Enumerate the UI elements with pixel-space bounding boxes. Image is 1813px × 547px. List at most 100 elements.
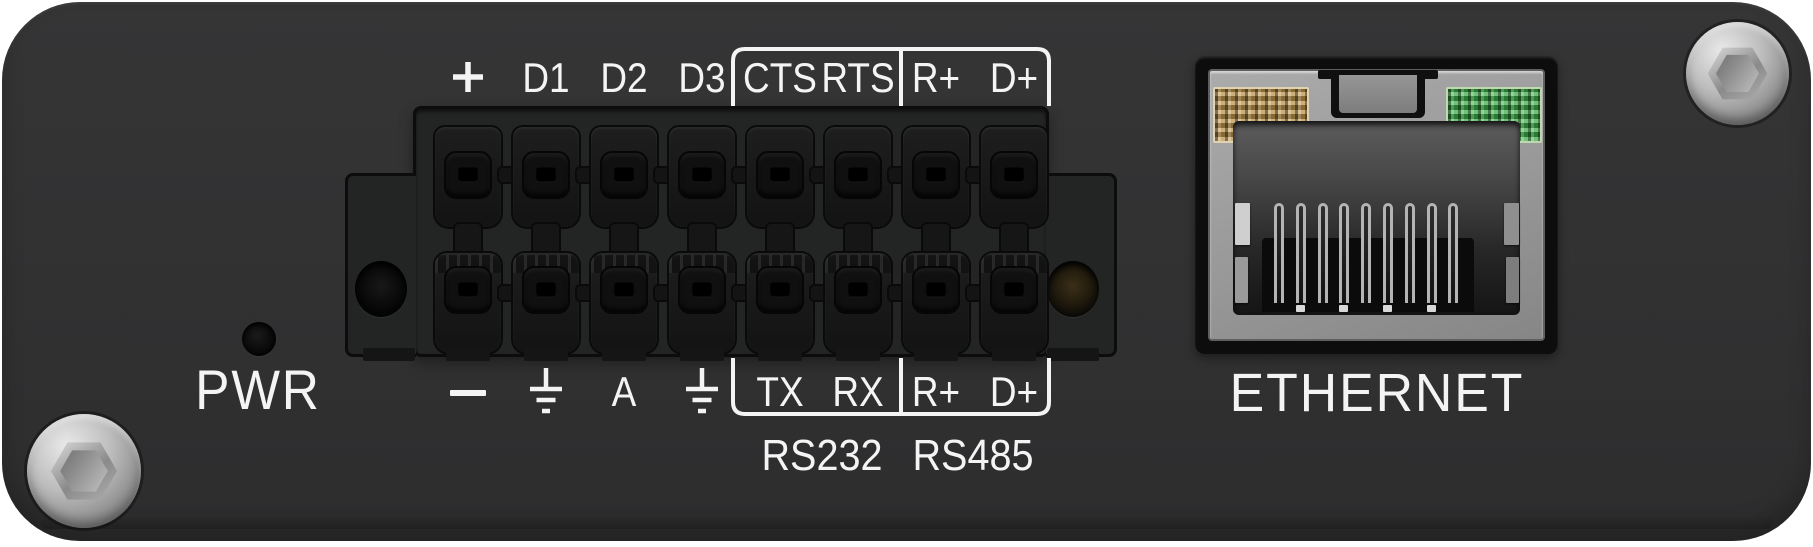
terminal-neck: [455, 224, 481, 256]
cavity-step: [1506, 257, 1519, 303]
terminal-foot: [914, 348, 958, 361]
housing-notch: [363, 348, 415, 361]
terminal-wire-hole: [536, 167, 556, 183]
terminal-neck: [923, 224, 949, 256]
terminal-wire-hole: [692, 167, 712, 183]
hex-screw-bottom-left-icon: [27, 414, 141, 528]
ethernet-pin-tip: [1427, 305, 1436, 312]
pin-label: D+: [989, 368, 1039, 415]
terminal-link: [655, 286, 671, 300]
mounting-hole-right-icon: [1047, 261, 1099, 317]
terminal-neck: [689, 224, 715, 256]
terminal-contact-top: [912, 151, 960, 199]
ethernet-pin: [1427, 203, 1437, 303]
terminal-contact-bottom: [444, 266, 492, 314]
terminal-wire-hole: [848, 282, 868, 298]
cavity-step: [1235, 203, 1250, 245]
pin-label: RTS: [821, 54, 895, 101]
ethernet-led-amber-icon: [1213, 87, 1309, 143]
ethernet-pin-tip: [1383, 305, 1392, 312]
power-label: PWR: [195, 358, 321, 421]
terminal-contact-bottom: [834, 266, 882, 314]
ethernet-notch-tongue: [1339, 75, 1417, 113]
minus-bar: [450, 390, 486, 396]
terminal-contact-bottom: [522, 266, 570, 314]
terminal-contact-top: [756, 151, 804, 199]
terminal-wire-hole: [458, 282, 478, 298]
terminal-contact-top: [678, 151, 726, 199]
ethernet-pin: [1361, 203, 1371, 303]
terminal-contact-top: [834, 151, 882, 199]
terminal-link: [889, 168, 905, 182]
terminal-link: [811, 168, 827, 182]
terminal-link: [811, 286, 827, 300]
cavity-step: [1504, 203, 1519, 245]
terminal-wire-hole: [536, 282, 556, 298]
terminal-link: [577, 286, 593, 300]
terminal-link: [499, 168, 515, 182]
terminal-neck: [845, 224, 871, 256]
pin-label: R+: [911, 54, 961, 101]
ethernet-pin: [1339, 203, 1349, 303]
terminal-neck: [611, 224, 637, 256]
terminal-contact-top: [444, 151, 492, 199]
pin-label: CTS: [743, 54, 817, 101]
terminal-link: [889, 286, 905, 300]
terminal-link: [967, 168, 983, 182]
ethernet-pin: [1448, 203, 1458, 303]
terminal-contact-bottom: [990, 266, 1038, 314]
plus-icon: [451, 60, 485, 99]
ground-icon: [684, 368, 720, 419]
pin-label: TX: [756, 368, 804, 415]
pin-label: D1: [522, 54, 570, 101]
ground-icon: [686, 368, 718, 414]
mounting-hole-left-icon: [355, 261, 407, 317]
terminal-link: [499, 286, 515, 300]
ethernet-top-notch: [1331, 70, 1425, 118]
pin-label: D+: [989, 54, 1039, 101]
terminal-foot: [446, 348, 490, 361]
ethernet-pin: [1405, 203, 1415, 303]
ethernet-pin-tip: [1296, 305, 1305, 312]
ethernet-label: ETHERNET: [1229, 363, 1525, 423]
terminal-wire-hole: [770, 167, 790, 183]
ground-icon: [528, 368, 564, 419]
terminal-wire-hole: [458, 167, 478, 183]
panel-bottom-seam: [40, 515, 1773, 529]
hex-screw-top-right-icon: [1686, 22, 1789, 125]
pin-label: RX: [832, 368, 884, 415]
pin-label: A: [611, 368, 637, 415]
terminal-contact-top: [990, 151, 1038, 199]
ethernet-pin: [1274, 203, 1284, 303]
minus-icon: [450, 390, 486, 396]
terminal-link: [577, 168, 593, 182]
ethernet-pin: [1296, 203, 1306, 303]
ethernet-pin: [1383, 203, 1393, 303]
hex-socket-icon: [50, 442, 118, 500]
terminal-wire-hole: [926, 167, 946, 183]
terminal-neck: [1001, 224, 1027, 256]
terminal-contact-bottom: [756, 266, 804, 314]
terminal-foot: [680, 348, 724, 361]
terminal-contact-bottom: [678, 266, 726, 314]
rs485-group-label: RS485: [912, 431, 1034, 480]
cavity-step: [1235, 257, 1248, 303]
terminal-wire-hole: [926, 282, 946, 298]
housing-notch: [1047, 348, 1099, 361]
terminal-foot: [836, 348, 880, 361]
pin-label: D2: [600, 54, 648, 101]
terminal-link: [967, 286, 983, 300]
ground-icon: [530, 368, 562, 414]
power-led-icon: [242, 322, 276, 356]
terminal-wire-hole: [692, 282, 712, 298]
pin-label: D3: [678, 54, 726, 101]
terminal-neck: [533, 224, 559, 256]
terminal-wire-hole: [848, 167, 868, 183]
terminal-contact-top: [600, 151, 648, 199]
hex-socket-icon: [1707, 47, 1768, 100]
terminal-foot: [524, 348, 568, 361]
terminal-foot: [758, 348, 802, 361]
terminal-contact-bottom: [600, 266, 648, 314]
terminal-wire-hole: [1004, 167, 1024, 183]
